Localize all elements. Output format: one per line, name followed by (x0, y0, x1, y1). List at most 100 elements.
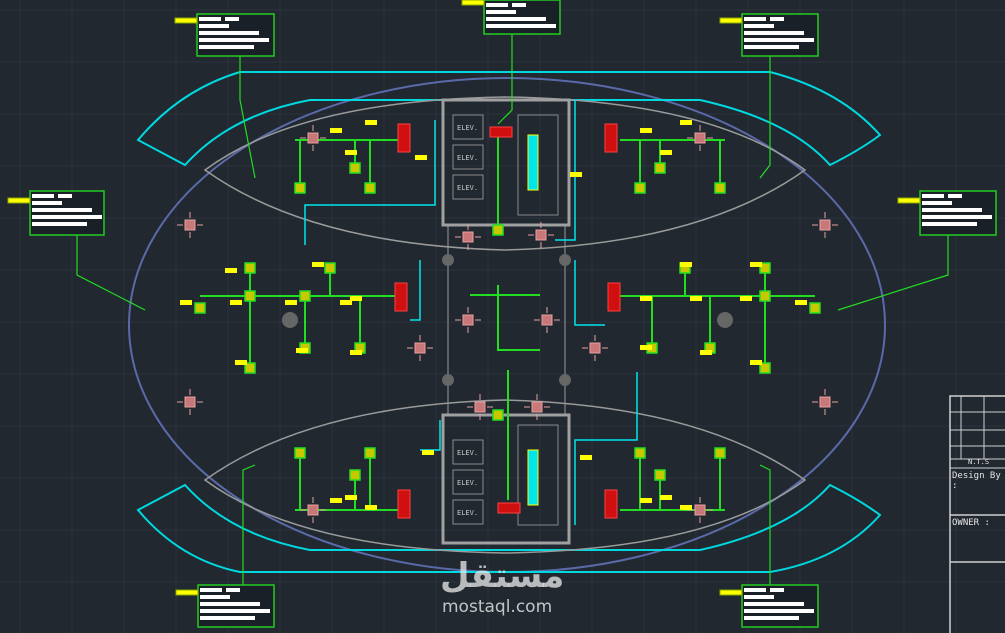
airflow-arrows (534, 307, 560, 333)
equipment-tag (700, 350, 712, 355)
elevator-car (452, 144, 484, 170)
equipment-tag (750, 262, 762, 267)
callout-tag (897, 197, 921, 204)
equipment-tag (330, 498, 342, 503)
equipment-tag (350, 296, 362, 301)
equipment-tag (225, 268, 237, 273)
equipment-tag (680, 262, 692, 267)
equipment-tag (330, 128, 342, 133)
callout-text-bar (948, 194, 962, 198)
return-grille (184, 219, 196, 231)
callout-box (919, 190, 997, 236)
supply-diffuser (759, 290, 771, 302)
watermark-url: mostaql.com (442, 597, 553, 617)
lower-stair (517, 424, 559, 526)
callout-text-bar (32, 208, 92, 212)
airflow-arrows (455, 224, 481, 250)
upper-core (441, 98, 571, 227)
return-grille (462, 314, 474, 326)
callout-text-bar (199, 24, 229, 28)
callout-tag (174, 17, 198, 24)
leader-line (759, 56, 771, 179)
callout-text-bar (486, 10, 516, 14)
callout-text-bar (744, 17, 766, 21)
column (282, 312, 298, 328)
callout-text-bar (770, 17, 784, 21)
supply-diffuser (194, 302, 206, 314)
return-grille (535, 229, 547, 241)
callout-text-bar (226, 588, 240, 592)
supply-diffuser (492, 409, 504, 421)
return-grille (694, 504, 706, 516)
lower-wing-wall (203, 399, 807, 554)
callout-text-bar (199, 38, 269, 42)
callout-text-bar (32, 215, 102, 219)
airflow-arrows (407, 335, 433, 361)
supply-diffuser (244, 290, 256, 302)
supply-diffuser (244, 262, 256, 274)
callout-text-bar (486, 24, 556, 28)
callout-text-bar (744, 616, 799, 620)
equipment-tag (235, 360, 247, 365)
callout-text-bar (744, 31, 804, 35)
elevator-car (452, 499, 484, 525)
elevator-car (452, 114, 484, 140)
equipment-tag (680, 120, 692, 125)
callout-text-bar (922, 194, 944, 198)
fan-coil-unit (394, 282, 408, 312)
equipment-tag (345, 495, 357, 500)
elevator-label: ELEV. (457, 124, 478, 132)
callout-text-bar (486, 17, 546, 21)
callout-text-bar (200, 595, 230, 599)
elevator-car (452, 174, 484, 200)
callout-text-bar (744, 24, 774, 28)
return-grille (819, 396, 831, 408)
upper-stair-void (527, 134, 539, 191)
callout-text-bar (770, 588, 784, 592)
return-grille (307, 504, 319, 516)
leader-line (76, 235, 146, 311)
upper-balcony-outline (136, 71, 882, 167)
callout-tag (175, 589, 199, 596)
fan-coil-unit (604, 123, 618, 153)
return-grille (694, 132, 706, 144)
equipment-tag (640, 345, 652, 350)
return-grille (307, 132, 319, 144)
callout-text-bar (32, 201, 62, 205)
airflow-arrows (467, 394, 493, 420)
fan-coil-unit (397, 489, 411, 519)
lower-stair-void (527, 449, 539, 506)
callout-text-bar (922, 222, 977, 226)
airflow-arrows (300, 497, 326, 523)
equipment-tag (750, 360, 762, 365)
elevator-label: ELEV. (457, 449, 478, 457)
fan-coil-unit (607, 282, 621, 312)
callout-text-bar (744, 602, 804, 606)
scale-label: N.T.S (968, 458, 990, 466)
column (559, 254, 571, 266)
leader-line (242, 464, 256, 585)
equipment-tag (660, 495, 672, 500)
callout-text-bar (922, 215, 992, 219)
callout-text-bar (200, 609, 270, 613)
equipment-tag (365, 120, 377, 125)
return-grille (589, 342, 601, 354)
equipment-tag (422, 450, 434, 455)
return-grille (819, 219, 831, 231)
supply-diffuser (714, 182, 726, 194)
column (442, 254, 454, 266)
callout-box (29, 190, 105, 236)
callout-text-bar (58, 194, 72, 198)
supply-diffuser (349, 162, 361, 174)
callout-text-bar (744, 609, 814, 613)
callout-text-bar (744, 595, 774, 599)
supply-diffuser (294, 182, 306, 194)
leader-line (837, 235, 949, 311)
callout-text-bar (32, 194, 54, 198)
return-grille (474, 401, 486, 413)
supply-diffuser (244, 362, 256, 374)
owner-label: OWNER : (952, 518, 990, 528)
supply-diffuser (654, 469, 666, 481)
elevator-label: ELEV. (457, 184, 478, 192)
